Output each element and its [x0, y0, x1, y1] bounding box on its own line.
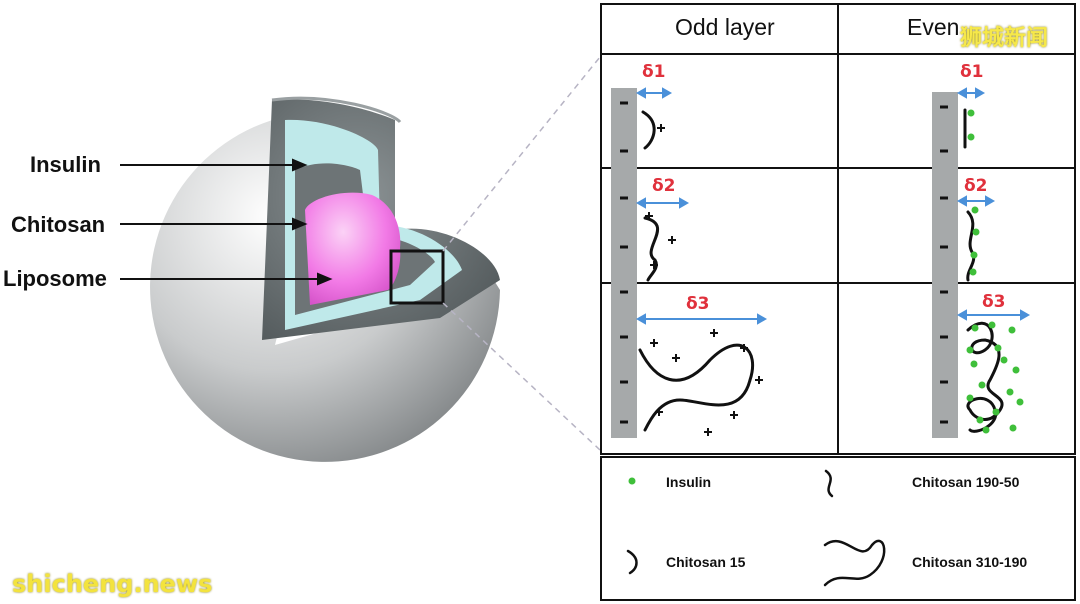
odd-substrate-wall — [611, 88, 637, 438]
legend-insulin-label: Insulin — [666, 474, 712, 490]
even-insulin-markers — [966, 109, 1024, 434]
odd-delta-1: δ1 — [642, 62, 666, 82]
legend-chitosan-190-50-label: Chitosan 190-50 — [912, 474, 1020, 490]
core-shell-sphere-illustration — [120, 56, 600, 462]
even-delta-3: δ3 — [982, 292, 1006, 312]
legend-insulin-icon — [628, 477, 636, 485]
label-liposome: Liposome — [3, 266, 107, 291]
legend-chitosan-310-190-label: Chitosan 310-190 — [912, 554, 1028, 570]
delta-arrows — [635, 87, 1031, 325]
odd-chitosan-chains — [638, 110, 755, 432]
label-chitosan: Chitosan — [11, 212, 106, 237]
even-negative-charges — [940, 105, 948, 424]
odd-positive-charges — [645, 124, 763, 436]
legend-chitosan-310-190-icon — [823, 539, 886, 587]
watermark-bottom: shicheng.news — [12, 570, 213, 598]
header-even-layer: Even — [907, 14, 960, 40]
even-delta-1: δ1 — [960, 62, 984, 82]
label-arrows — [120, 158, 333, 286]
table-grid — [600, 3, 1076, 601]
legend-chitosan-15-label: Chitosan 15 — [666, 554, 746, 570]
outer-shell — [150, 111, 501, 462]
projection-line-top — [442, 56, 600, 252]
label-insulin: Insulin — [30, 152, 101, 177]
liposome-core — [305, 192, 401, 305]
projection-line-bottom — [442, 302, 600, 451]
even-chitosan-chains — [963, 108, 1004, 433]
even-delta-2: δ2 — [964, 176, 988, 196]
legend-chitosan-190-50-icon — [824, 469, 834, 498]
shell-rim — [271, 96, 402, 124]
odd-negative-charges — [620, 101, 628, 424]
odd-delta-2: δ2 — [652, 176, 676, 196]
legend-chitosan-15-icon — [626, 549, 638, 575]
odd-delta-3: δ3 — [686, 294, 710, 314]
even-substrate-wall — [932, 92, 958, 438]
header-odd-layer: Odd layer — [675, 14, 775, 40]
zoom-box — [389, 249, 445, 305]
watermark-top: 狮城新闻 — [960, 26, 1049, 51]
